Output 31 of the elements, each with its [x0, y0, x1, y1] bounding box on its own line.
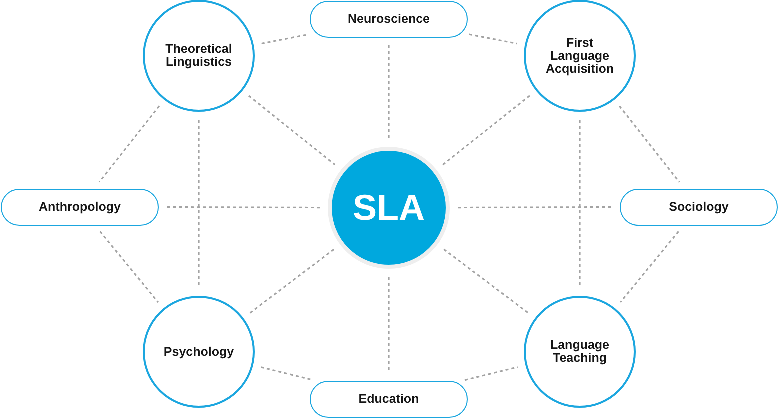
topic-label: First Language Acquisition — [544, 36, 616, 76]
topic-label: Theoretical Linguistics — [164, 43, 234, 69]
dotted-connector — [620, 231, 680, 304]
dotted-connector — [442, 95, 530, 166]
topic-label: Neuroscience — [348, 12, 430, 26]
dotted-connector — [458, 206, 612, 209]
topic-pill — [620, 188, 778, 226]
dotted-connector — [388, 277, 390, 372]
dotted-connector — [618, 106, 680, 183]
dotted-connector — [388, 46, 390, 139]
topic-pill — [310, 380, 468, 418]
dotted-connector — [260, 366, 314, 381]
topic-label: Anthropology — [39, 200, 121, 214]
dotted-connector — [167, 206, 320, 209]
dotted-connector — [100, 231, 160, 304]
topic-pill — [310, 0, 468, 38]
dotted-connector — [248, 95, 336, 166]
topic-label: Education — [358, 392, 420, 406]
dotted-connector — [198, 120, 200, 288]
dotted-connector — [469, 34, 518, 45]
topic-pill — [1, 188, 159, 226]
topic-label: Language Teaching — [549, 339, 611, 365]
dotted-connector — [579, 120, 581, 288]
topic-label: Psychology — [164, 346, 234, 358]
dotted-connector — [464, 366, 518, 382]
dotted-connector — [250, 249, 334, 314]
topic-label: Sociology — [669, 200, 729, 214]
dotted-connector — [444, 248, 530, 314]
dotted-connector — [98, 106, 160, 183]
central-label: SLA — [353, 190, 425, 226]
dotted-connector — [262, 34, 309, 45]
